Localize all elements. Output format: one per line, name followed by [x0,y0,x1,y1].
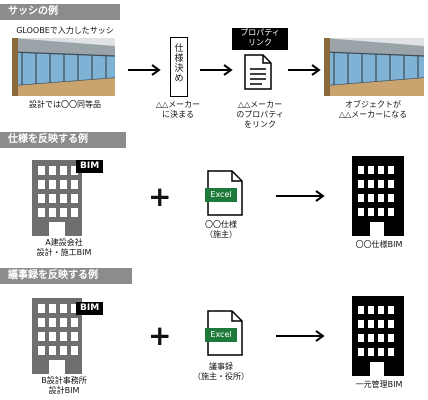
building-icon [352,296,404,376]
plus-icon: + [148,180,172,213]
arrow-right-icon [288,64,321,76]
spec-decision-box: 仕様決め [170,37,188,97]
property-caption: △△メーカー のプロパティ をリンク [236,100,284,129]
excel-file-icon [205,310,243,356]
plus-icon: + [148,319,172,352]
bim-tag: BIM [76,302,104,315]
spec-caption: △△メーカー に決まる [155,100,201,119]
bim-tag: BIM [76,160,104,173]
result-caption: オブジェクトが △△メーカーになる [338,100,408,119]
property-link-label: プロパティ リンク [232,28,288,50]
document-icon [244,54,272,90]
section1-header: サッシの例 [0,4,120,20]
arrow-right-icon [276,190,325,202]
building-icon [32,160,82,236]
spec-decision-label: 仕様決め [174,44,184,84]
section3-header: 議事録を反映する例 [0,268,132,284]
arrow-right-icon [200,64,233,76]
company-a-caption: A建設会社 設計・施工BIM [36,238,92,257]
excel-label: Excel [210,330,232,339]
company-b-caption: B設計事務所 設計BIM [41,376,87,395]
sash-photo-result [323,38,425,96]
sash-caption-top: GLOOBEで入力したサッシ [16,26,114,35]
excel-label: Excel [210,190,232,199]
excel-caption: 議事録 （施主・役所） [193,362,249,381]
result-bim-caption: 〇〇仕様BIM [355,240,403,249]
result-bim-caption: 一元管理BIM [355,380,403,389]
arrow-right-icon [128,64,161,76]
sash-photo-original [11,38,116,96]
sash-caption-bottom: 設計では〇〇同等品 [29,100,101,109]
building-icon [32,298,82,374]
excel-file-icon [205,170,243,216]
section2-header: 仕様を反映する例 [0,132,126,148]
arrow-right-icon [276,330,325,342]
excel-caption: 〇〇仕様 （施主） [205,220,237,239]
building-icon [352,156,404,236]
